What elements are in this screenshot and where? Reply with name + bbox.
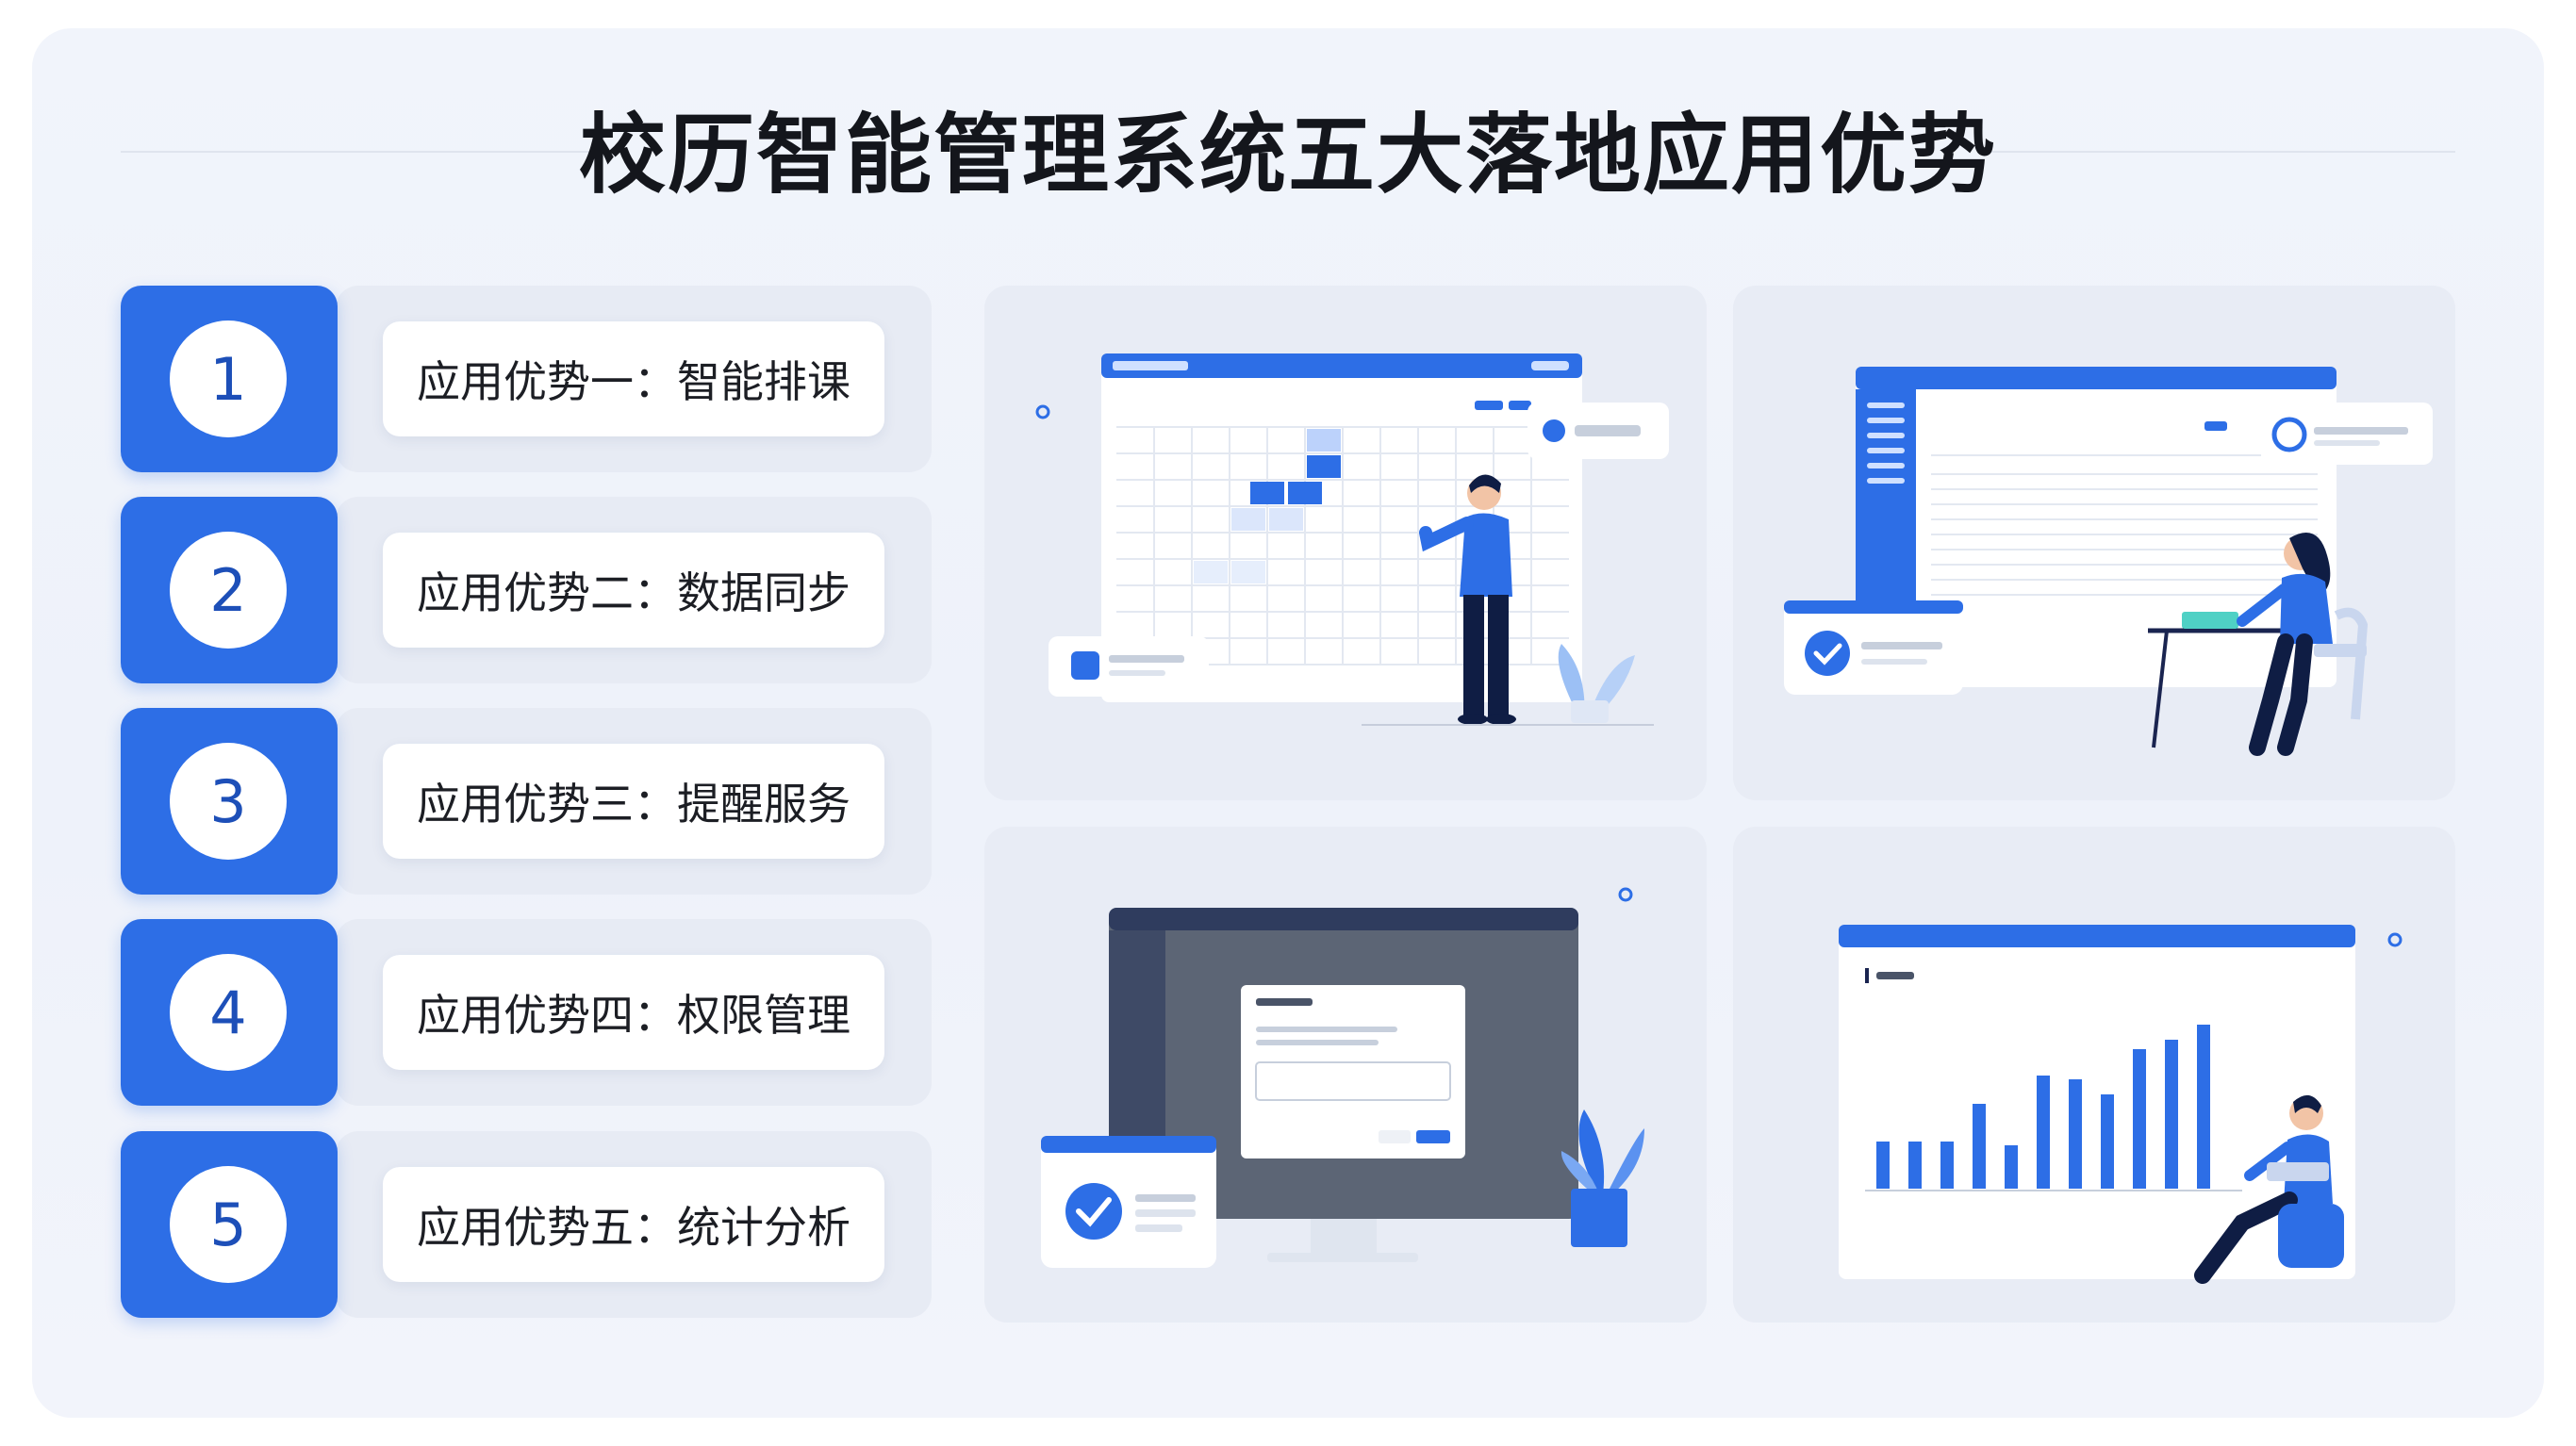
- advantage-row-5[interactable]: 5 应用优势五：统计分析: [121, 1131, 932, 1318]
- illustration-card-reminders: [984, 827, 1707, 1323]
- number-circle: 1: [170, 320, 287, 437]
- number-circle: 5: [170, 1166, 287, 1283]
- illustration-card-data-sync: [1733, 286, 2455, 800]
- data-sync-illustration: [1784, 367, 2433, 756]
- number-circle: 3: [170, 743, 287, 860]
- number-badge: 5: [121, 1131, 338, 1318]
- number-badge: 3: [121, 708, 338, 895]
- advantage-label: 应用优势五：统计分析: [383, 1167, 884, 1282]
- advantage-label: 应用优势三：提醒服务: [383, 744, 884, 859]
- page-title: 校历智能管理系统五大落地应用优势: [578, 105, 1997, 205]
- advantage-label: 应用优势二：数据同步: [383, 533, 884, 648]
- number-badge: 4: [121, 919, 338, 1106]
- advantage-label: 应用优势一：智能排课: [383, 321, 884, 436]
- reminder-dialog-illustration: [1041, 887, 1644, 1268]
- number-circle: 4: [170, 954, 287, 1071]
- advantage-row-3[interactable]: 3 应用优势三：提醒服务: [121, 708, 932, 895]
- illustration-card-scheduling: [984, 286, 1707, 800]
- illustration-card-statistics: [1733, 827, 2455, 1323]
- advantage-label: 应用优势四：权限管理: [383, 955, 884, 1070]
- title-divider-left: [121, 151, 592, 153]
- title-divider-right: [1984, 151, 2455, 153]
- statistics-bar-chart-illustration: [1839, 925, 2403, 1284]
- advantage-row-2[interactable]: 2 应用优势二：数据同步: [121, 497, 932, 683]
- advantage-row-1[interactable]: 1 应用优势一：智能排课: [121, 286, 932, 472]
- schedule-grid-illustration: [1035, 353, 1669, 726]
- number-circle: 2: [170, 532, 287, 649]
- advantage-row-4[interactable]: 4 应用优势四：权限管理: [121, 919, 932, 1106]
- number-badge: 1: [121, 286, 338, 472]
- number-badge: 2: [121, 497, 338, 683]
